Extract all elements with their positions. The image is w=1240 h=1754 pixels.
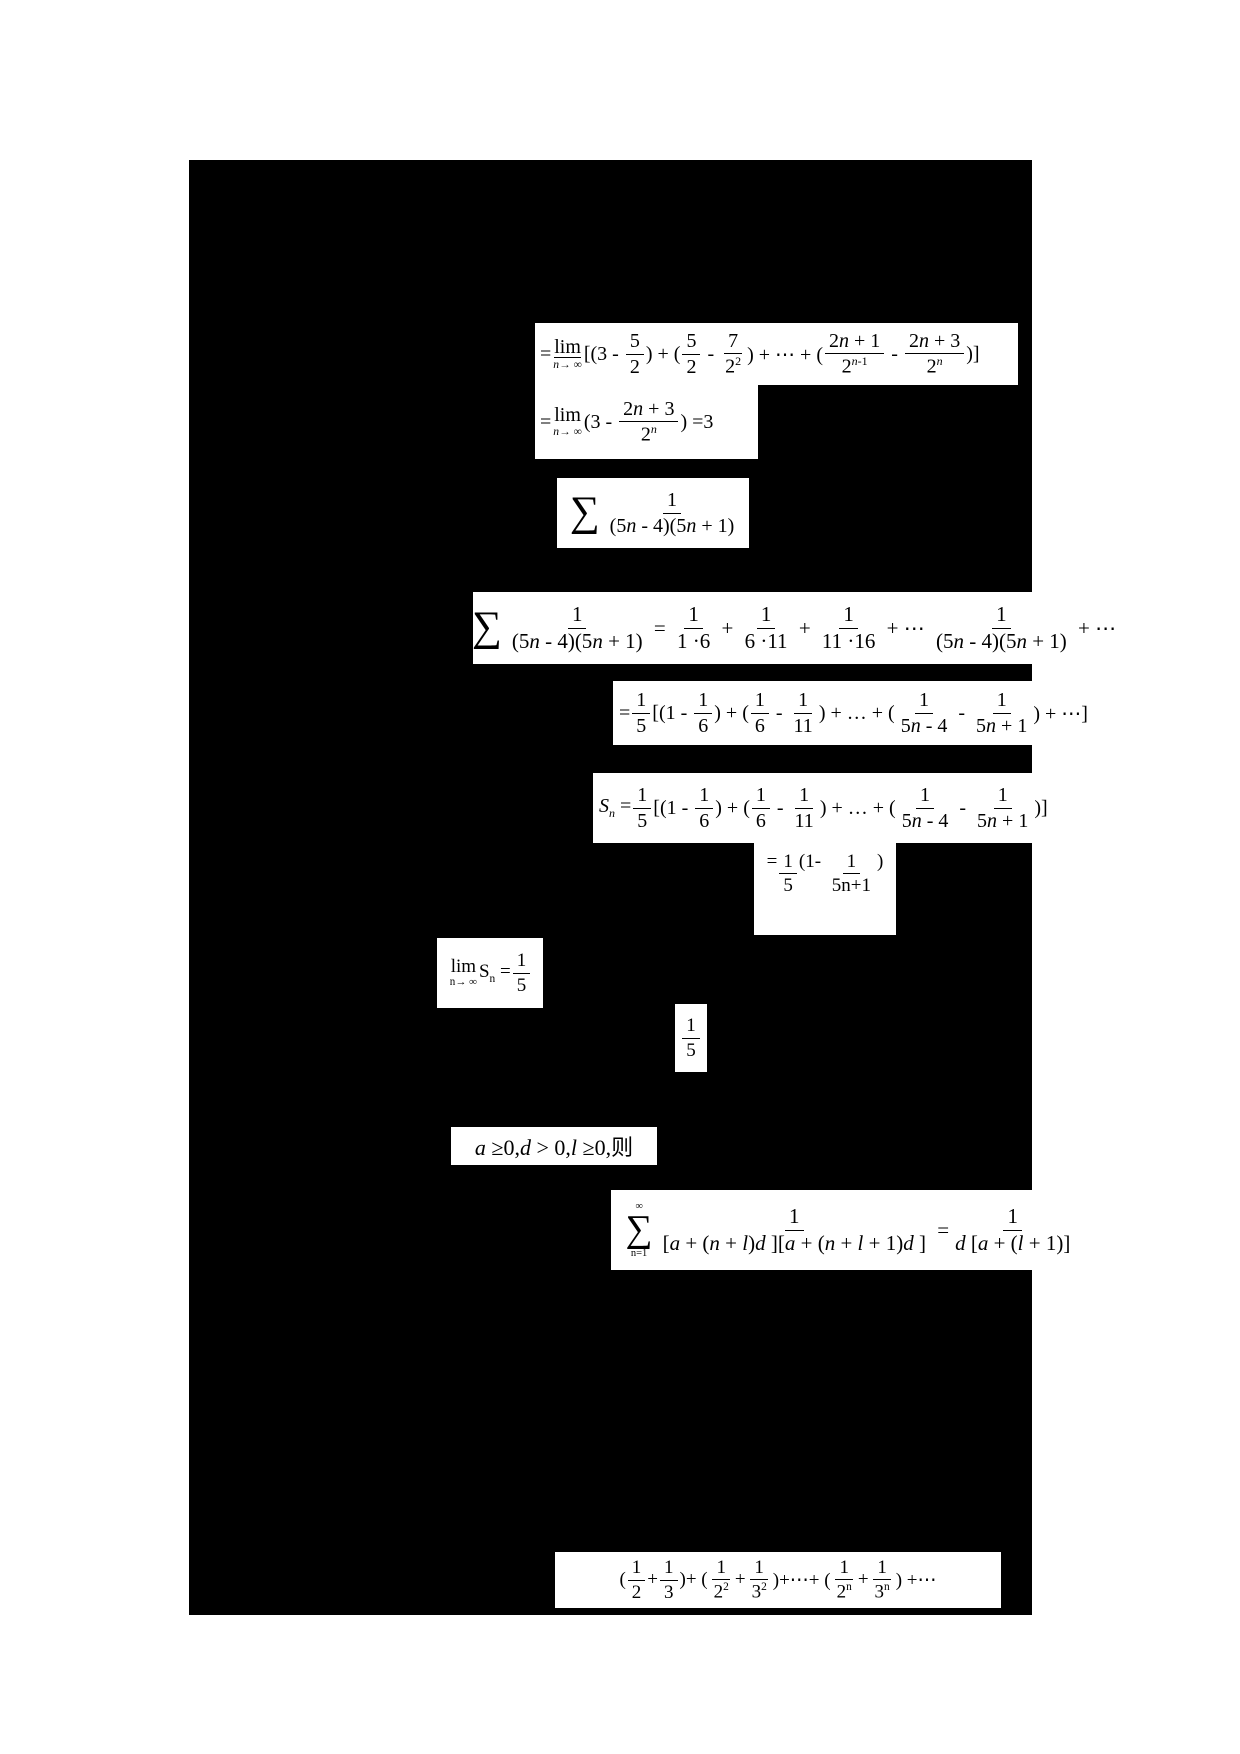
formula-series-5n: ∑1(5n - 4)(5n + 1): [557, 478, 749, 548]
formula-conditions-adl: a ≥0,d > 0,l ≥0,则: [451, 1127, 657, 1165]
